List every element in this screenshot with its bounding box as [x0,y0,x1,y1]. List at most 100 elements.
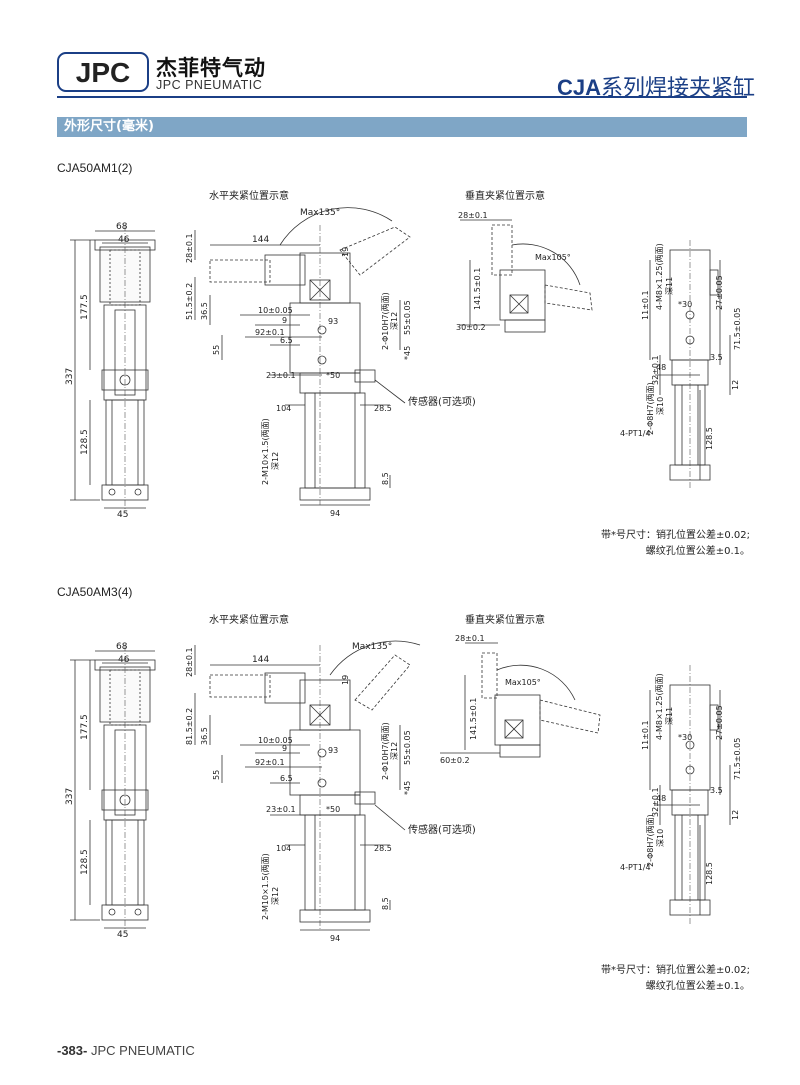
dim-s12-1: 12 [731,380,740,390]
dim-d85-2: 8.5 [381,897,390,910]
tolerance-line1-2: 带*号尺寸：销孔位置公差±0.02; [600,965,750,976]
dim-d93-2: 93 [328,746,338,755]
dim-d94-1: 94 [330,509,340,518]
dim-d85-1: 8.5 [381,472,390,485]
dim-v28-2: 28±0.1 [455,634,485,643]
jpc-logo: JPC [57,52,149,92]
dim-s-pt-2: 4-PT1/4 [620,863,651,872]
dim-s35-1: 3.5 [710,353,723,362]
dim-s30-2: *30 [678,733,692,742]
dim-front-width-1: 68 [116,222,128,232]
dim-total-height-2: 337 [65,788,75,805]
dim-total-height-1: 337 [65,368,75,385]
dim-d51-2: 81.5±0.2 [185,708,194,745]
logo-text: JPC [76,57,130,88]
dim-d36-1: 36.5 [200,302,209,320]
dim-upper-height-2: 177.5 [80,714,90,740]
dim-upper-height-1: 177.5 [80,294,90,320]
caption-horizontal-1: 水平夹紧位置示意 [209,189,289,202]
dim-s-depth10-2: 深10 [656,829,665,847]
dim-s32-2: 32±0.1 [651,787,660,817]
tolerance-line2-2: 螺纹孔位置公差±0.1。 [645,981,750,992]
dim-hole-depth12-2: 深12 [390,742,399,760]
dim-s48-2: 48 [656,794,666,803]
dim-s-depth10-1: 深10 [656,397,665,415]
dim-s-depth11-1: 深11 [665,277,674,295]
vertical-view-2 [440,642,601,758]
dim-d50-2: *50 [326,805,340,814]
side-view-1 [649,240,731,490]
dim-v-offset-1: 30±0.2 [456,323,486,332]
dim-d28-2: 28±0.1 [185,647,194,677]
section-title: 外形尺寸(毫米) [64,119,154,134]
dim-d9-1: 9 [282,316,287,325]
dim-d45-1: *45 [403,346,412,360]
dim-d65-1: 6.5 [280,336,293,345]
brand-name-cn: 杰菲特气动 [156,56,266,80]
dim-d36-2: 36.5 [200,727,209,745]
dim-v-angle-2: Max105° [505,678,541,687]
dim-thread-depth-1: 深12 [271,452,280,470]
dim-s-m8-2: 4-M8×1.25(两面) [655,673,664,740]
dim-arm-length-2: 144 [252,655,269,665]
dim-d10-2: 10±0.05 [258,736,293,745]
dim-s11-1: 11±0.1 [641,290,650,320]
technical-drawing-1: 水平夹紧位置示意 垂直夹紧位置示意 68 46 45 337 177.5 128… [65,189,742,520]
section-bar [57,117,747,137]
dim-s128-1: 128.5 [705,427,714,450]
dim-s128-2: 128.5 [705,862,714,885]
dim-d55b-2: 55±0.05 [403,730,412,765]
dim-d55-2: 55 [212,770,221,780]
caption-vertical-1: 垂直夹紧位置示意 [465,189,545,202]
tolerance-note-2: 带*号尺寸：销孔位置公差±0.02; 螺纹孔位置公差±0.1。 [540,963,750,995]
caption-vertical-2: 垂直夹紧位置示意 [465,613,545,626]
dim-d50-1: *50 [326,371,340,380]
dim-v141-2: 141.5±0.1 [469,698,478,740]
dim-s48-1: 48 [656,363,666,372]
dim-s-hole8-2: 2-Φ8H7(两面) [646,814,655,867]
horizontal-view-1 [194,207,411,506]
dim-s30-1: *30 [678,300,692,309]
dim-d23-2: 23±0.1 [266,805,296,814]
page-footer: -383- JPC PNEUMATIC [57,1043,195,1058]
dim-hole-depth12-1: 深12 [390,312,399,330]
dim-s71-2: 71.5±0.05 [733,738,742,780]
dim-d65-2: 6.5 [280,774,293,783]
dim-thread-depth-2: 深12 [271,887,280,905]
model-label-1: CJA50AM1(2) [57,161,133,175]
sensor-label-1: 传感器(可选项) [408,395,476,408]
dim-hole-10h7-2: 2-Φ10H7(两面) [381,722,390,780]
dim-d51-1: 51.5±0.2 [185,283,194,320]
dim-front-base-1: 45 [117,510,128,520]
dim-d55-1: 55 [212,345,221,355]
dim-s-m8-1: 4-M8×1.25(两面) [655,243,664,310]
technical-drawing-2: 水平夹紧位置示意 垂直夹紧位置示意 68 46 45 337 177.5 128… [65,613,742,943]
dim-d285-1: 28.5 [374,404,392,413]
dim-s32-1: 32±0.1 [651,355,660,385]
dim-thread-m10-2: 2-M10×1.5(两面) [261,853,270,920]
dim-d104-2: 104 [276,844,291,853]
model-label-2: CJA50AM3(4) [57,585,133,599]
sensor-label-2: 传感器(可选项) [408,823,476,836]
dim-d28-1: 28±0.1 [185,233,194,263]
caption-horizontal-2: 水平夹紧位置示意 [209,613,289,626]
dim-arm-length-1: 144 [252,235,269,245]
dim-d94-2: 94 [330,934,340,943]
dim-front-base-2: 45 [117,930,128,940]
dim-s27-1: 27±0.05 [715,275,724,310]
dim-v-angle-1: Max105° [535,253,571,262]
dim-s11-2: 11±0.1 [641,720,650,750]
dim-d55b-1: 55±0.05 [403,300,412,335]
dim-cyl-height-2: 128.5 [80,849,90,875]
dim-d19-1: 19 [341,247,350,257]
dim-s12-2: 12 [731,810,740,820]
dim-s-hole8-1: 2-Φ8H7(两面) [646,382,655,435]
front-view-2 [70,645,156,930]
dim-d92-2: 92±0.1 [255,758,285,767]
dim-angle-h-2: Max135° [352,642,392,652]
dim-front-width-2: 68 [116,642,128,652]
dim-s-depth11-2: 深11 [665,707,674,725]
dim-v141-1: 141.5±0.1 [473,268,482,310]
series-code: CJA [556,75,601,100]
horizontal-view-2 [194,640,421,931]
